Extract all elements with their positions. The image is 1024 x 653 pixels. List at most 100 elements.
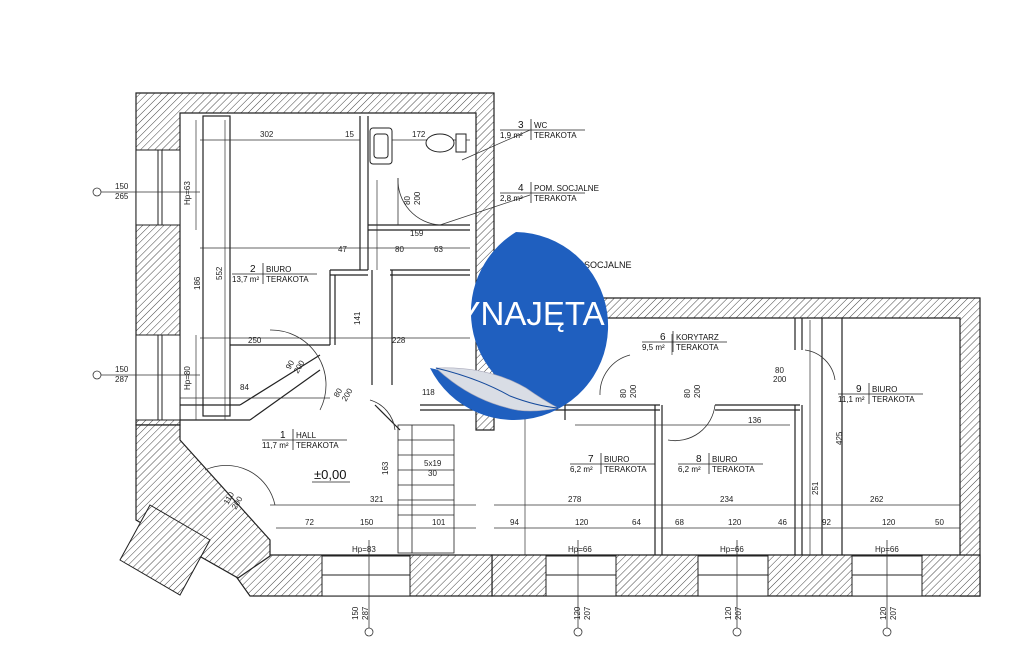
room-area: 9,5 m²	[642, 343, 665, 352]
room-area: 11,1 m²	[838, 395, 865, 404]
dimension-value: 118	[422, 388, 435, 397]
dimension-value: 150	[360, 518, 374, 527]
room-floor: TERAKOTA	[266, 275, 309, 284]
axis-markers	[92, 187, 892, 637]
window-width-label: 120	[573, 606, 582, 620]
window-height-label: 265	[115, 192, 129, 201]
dimension-value: 15	[345, 130, 354, 139]
room-name: BIURO	[266, 265, 291, 274]
bottom-windows	[321, 555, 923, 597]
room-number: 6	[660, 332, 666, 343]
window-height-label: 287	[361, 606, 370, 620]
dimension-value: 94	[510, 518, 519, 527]
dimension-value: 278	[568, 495, 582, 504]
room-name: HALL	[296, 431, 317, 440]
room-name: KORYTARZ	[676, 333, 719, 342]
stair-run: 30	[428, 469, 437, 478]
rented-stamp	[430, 232, 609, 420]
stair-spec: 5x19	[424, 459, 442, 468]
sill-height: Hp=80	[183, 366, 192, 390]
window-width-label: 120	[879, 606, 888, 620]
room-floor: TERAKOTA	[872, 395, 915, 404]
dimension-value: 262	[870, 495, 884, 504]
room-area: 11,7 m²	[262, 441, 289, 450]
stairs	[397, 424, 455, 554]
sill-height: Hp=66	[720, 545, 744, 554]
dimension-value: 250	[248, 336, 262, 345]
dimension-value: 136	[748, 416, 762, 425]
dimension-value: 72	[305, 518, 314, 527]
sill-height-labels: Hp=63 Hp=80 Hp=83 Hp=66 Hp=66 Hp=66	[183, 181, 899, 554]
room-area: 1,9 m²	[500, 131, 523, 140]
door-width: 80	[683, 389, 692, 398]
dimension-value: 172	[412, 130, 426, 139]
rented-stamp-text: WYNAJĘTA	[427, 295, 605, 332]
window-height-label: 207	[734, 606, 743, 620]
door-height: 200	[693, 384, 702, 398]
room-number: 7	[588, 454, 594, 465]
dimension-value: 251	[811, 481, 820, 495]
dimension-value: 63	[434, 245, 443, 254]
room-name: WC	[534, 121, 548, 130]
room-floor: TERAKOTA	[676, 343, 719, 352]
window-height-label: 287	[115, 375, 129, 384]
window-height-label: 207	[889, 606, 898, 620]
dimension-value: 101	[432, 518, 446, 527]
door-height: 200	[292, 358, 307, 375]
dimension-value: 228	[392, 336, 406, 345]
dimension-value: 552	[215, 266, 224, 280]
sill-height: Hp=66	[568, 545, 592, 554]
dimension-value: 68	[675, 518, 684, 527]
room-name: BIURO	[712, 455, 737, 464]
door-height: 200	[340, 386, 355, 403]
dimension-value: 163	[381, 461, 390, 475]
leader-lines	[439, 129, 673, 355]
dimension-value: 120	[728, 518, 742, 527]
door-width: 80	[403, 196, 412, 205]
dimension-labels: 302 172 15 47 80 63 321 278 234 262 72 1…	[193, 130, 944, 527]
dimension-value: 120	[882, 518, 896, 527]
door-swings	[204, 177, 836, 506]
dimension-lines	[180, 120, 960, 555]
dimension-value: 120	[575, 518, 589, 527]
room-name: BIURO	[872, 385, 897, 394]
dimension-value: 186	[193, 276, 202, 290]
window-width-label: 120	[724, 606, 733, 620]
window-labels: 150 265 150 287 150 287 120 207 120 207 …	[115, 182, 898, 620]
door-width: 80	[775, 366, 784, 375]
left-windows	[135, 149, 181, 421]
room-name: BIURO	[604, 455, 629, 464]
room-number: 2	[250, 264, 256, 275]
room-floor: TERAKOTA	[604, 465, 647, 474]
window-width-label: 150	[115, 182, 129, 191]
sill-height: Hp=66	[875, 545, 899, 554]
door-width: 80	[619, 389, 628, 398]
dimension-value: 425	[835, 431, 844, 445]
dimension-value: 159	[410, 229, 424, 238]
room-number: 8	[696, 454, 702, 465]
dimension-value: 234	[720, 495, 734, 504]
dimension-value: 84	[240, 383, 249, 392]
partial-room-label: SOCJALNE	[584, 260, 632, 270]
dimension-value: 92	[822, 518, 831, 527]
door-height: 200	[629, 384, 638, 398]
room-number: 4	[518, 183, 524, 194]
sill-height: Hp=63	[183, 181, 192, 205]
dimension-value: 46	[778, 518, 787, 527]
room-floor: TERAKOTA	[296, 441, 339, 450]
dimension-value: 50	[935, 518, 944, 527]
level-mark: ±0,00	[314, 467, 346, 482]
room-area: 6,2 m²	[678, 465, 701, 474]
room-name: POM. SOCJALNE	[534, 184, 599, 193]
room-number: 3	[518, 120, 524, 131]
room-floor: TERAKOTA	[712, 465, 755, 474]
dimension-value: 80	[395, 245, 404, 254]
dimension-value: 302	[260, 130, 274, 139]
dimension-value: 64	[632, 518, 641, 527]
window-height-label: 207	[583, 606, 592, 620]
room-area: 6,2 m²	[570, 465, 593, 474]
window-width-label: 150	[115, 365, 129, 374]
room-number: 9	[856, 384, 862, 395]
